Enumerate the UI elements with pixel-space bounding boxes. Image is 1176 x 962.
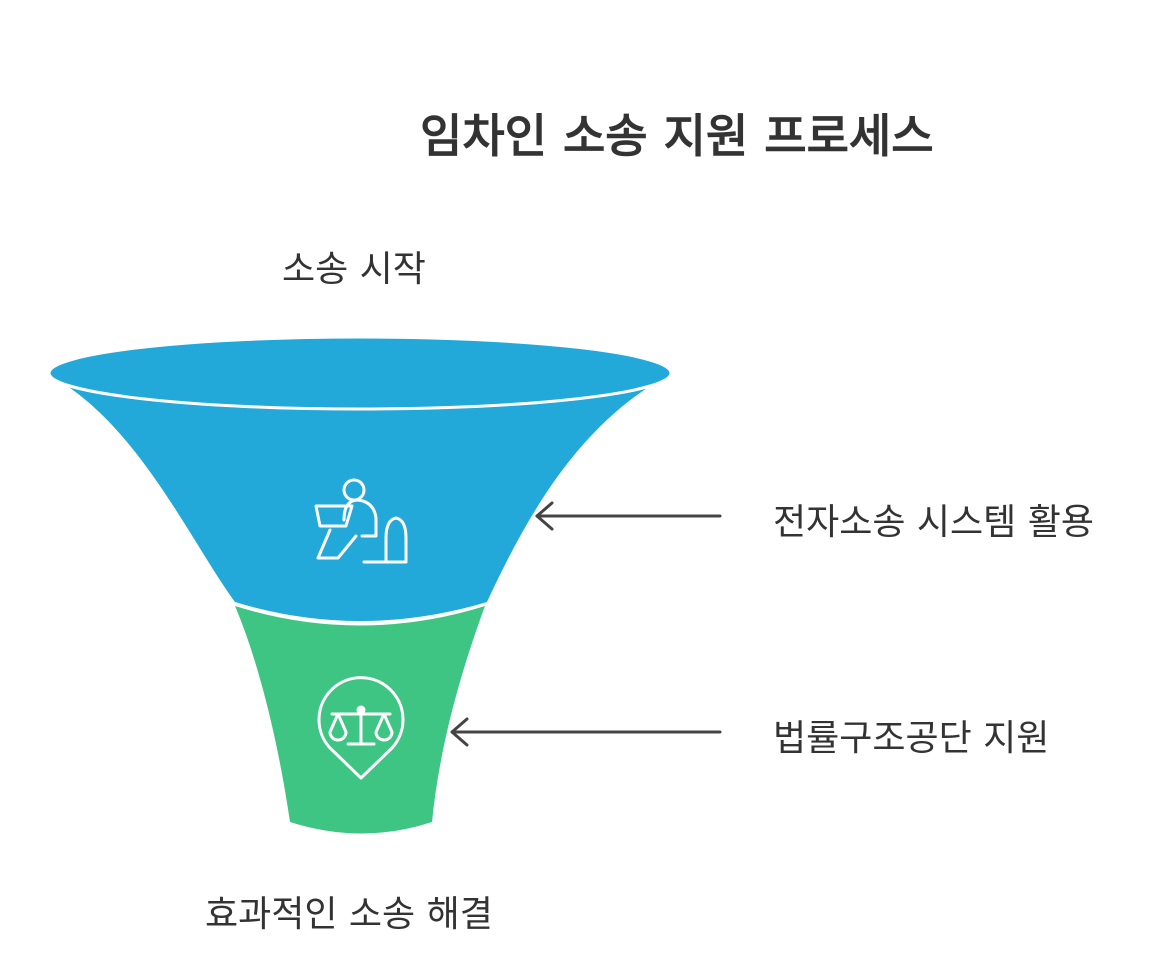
stage-1-label: 전자소송 시스템 활용 [773,502,1094,543]
diagram-title: 임차인 소송 지원 프로세스 [420,109,934,163]
stage-2-arrow [450,717,722,747]
stage-1-arrow [535,501,722,531]
funnel-top-label: 소송 시작 [282,249,426,290]
funnel-bottom-label: 효과적인 소송 해결 [205,894,493,935]
scales-location-icon [317,676,405,780]
stage-2-label: 법률구조공단 지원 [773,718,1050,759]
person-laptop-icon [314,478,408,564]
funnel-top-rim [47,335,673,411]
